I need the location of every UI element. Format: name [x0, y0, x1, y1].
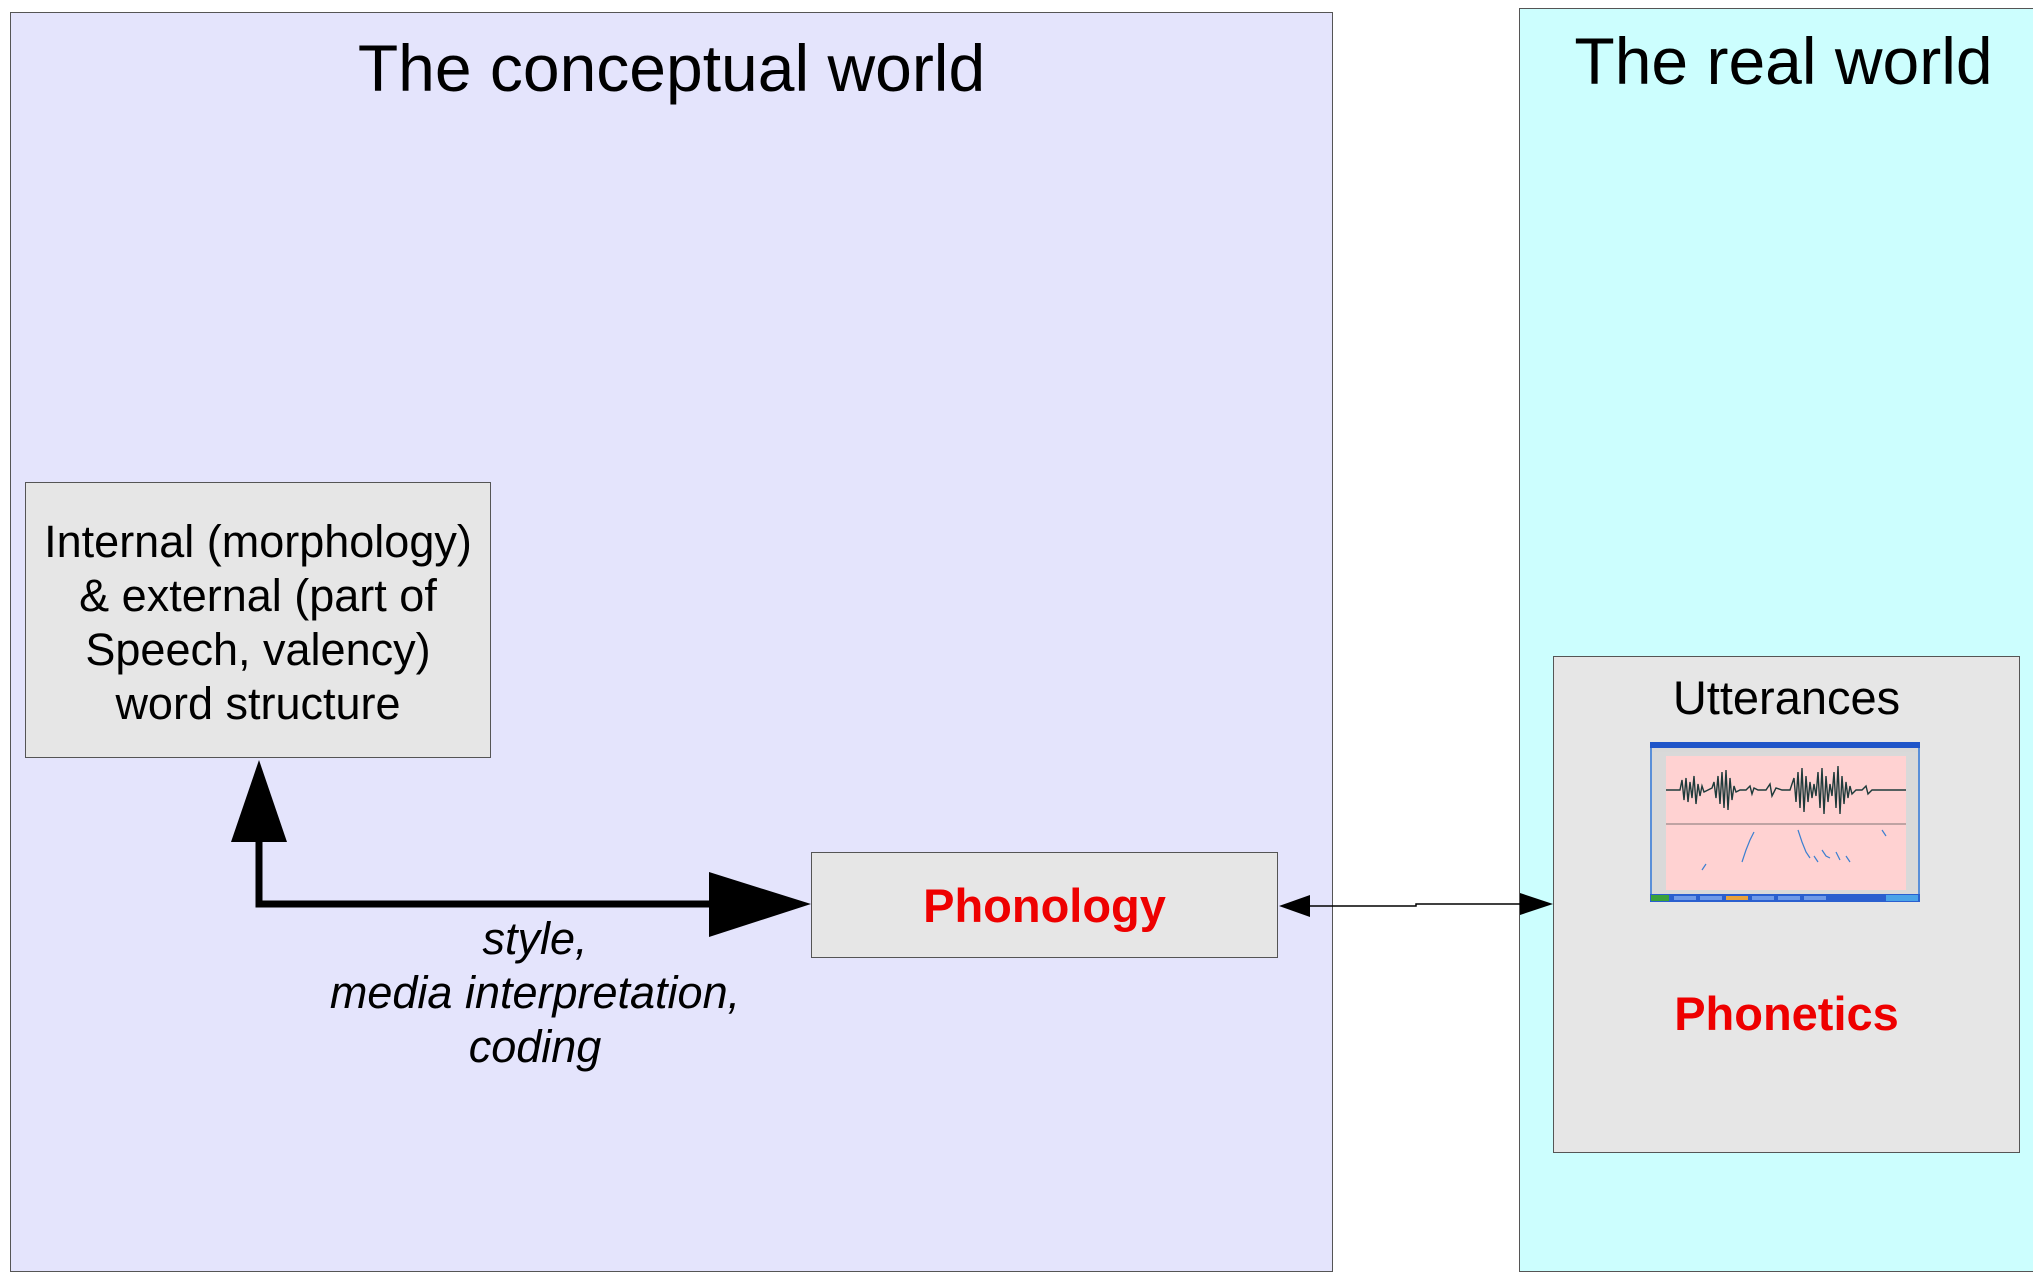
arrowhead-right-small-icon	[1520, 893, 1553, 915]
phonetics-label: Phonetics	[1674, 987, 1899, 1040]
word-structure-text: Internal (morphology) & external (part o…	[26, 515, 490, 731]
style-label-line: style,	[482, 913, 588, 964]
phonology-label: Phonology	[923, 879, 1166, 932]
word-structure-box: Internal (morphology) & external (part o…	[25, 482, 491, 758]
word-structure-line: & external (part of	[79, 570, 437, 621]
utterances-box: Utterances Phonetics	[1553, 656, 2020, 1153]
utterances-label: Utterances	[1672, 671, 1901, 724]
word-structure-line: word structure	[115, 678, 401, 729]
arrowhead-right-icon	[709, 872, 811, 937]
phonology-utterances-connector	[1308, 903, 1520, 907]
style-coding-label: style, media interpretation, coding	[300, 912, 770, 1074]
style-label-line: media interpretation,	[329, 967, 741, 1018]
real-world-title: The real world	[1574, 24, 1993, 98]
arrowhead-up-icon	[231, 760, 287, 842]
word-phonology-connector	[255, 838, 716, 908]
speech-waveform-icon	[1650, 742, 1920, 902]
arrowhead-left-icon	[1279, 895, 1310, 917]
word-structure-line: Internal (morphology)	[44, 516, 472, 567]
phonology-box: Phonology	[811, 852, 1278, 958]
word-structure-line: Speech, valency)	[85, 624, 431, 675]
style-label-line: coding	[468, 1021, 602, 1072]
conceptual-world-title: The conceptual world	[357, 31, 986, 105]
